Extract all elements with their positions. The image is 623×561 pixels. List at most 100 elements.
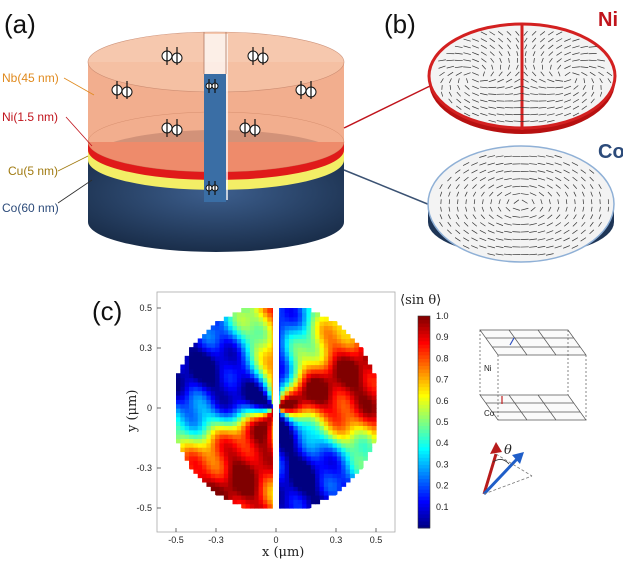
spin-arrow: [456, 214, 460, 220]
spin-arrow: [457, 84, 461, 90]
ni-label: Ni(1.5 nm): [2, 110, 58, 124]
spin-arrow: [504, 223, 512, 226]
spin-arrow: [563, 169, 570, 174]
spin-arrow: [580, 66, 589, 68]
spin-arrow: [591, 84, 594, 90]
spin-arrow: [463, 72, 471, 76]
spin-arrow: [454, 237, 461, 242]
spin-arrow: [556, 191, 561, 197]
spin-arrow: [548, 44, 554, 50]
spin-arrow: [572, 38, 580, 42]
spin-arrow: [438, 65, 446, 69]
spin-arrow: [529, 178, 537, 181]
spin-arrow: [524, 51, 527, 57]
spin-arrow: [598, 214, 602, 220]
cooper-pair: [239, 119, 261, 137]
spin-arrow: [463, 112, 471, 117]
spin-arrow: [524, 44, 528, 50]
spin-arrow: [597, 65, 605, 69]
spin-arrow: [505, 86, 513, 89]
spin-arrow: [479, 79, 488, 82]
spin-arrow: [556, 58, 562, 63]
panel-label-c: (c): [92, 296, 122, 326]
spin-arrow: [554, 169, 562, 174]
spin-arrow: [581, 71, 588, 76]
spin-arrow: [479, 177, 486, 182]
spin-arrow: [540, 51, 545, 57]
colorbar: [417, 315, 431, 529]
spin-arrow: [521, 93, 530, 96]
x-axis-title: x (μm): [262, 545, 304, 560]
spin-arrow: [572, 45, 580, 49]
spin-arrow: [455, 229, 461, 235]
spin-arrow: [563, 229, 570, 234]
spin-arrow: [488, 79, 496, 83]
spin-arrow: [487, 162, 495, 166]
spin-arrow: [538, 214, 545, 219]
spin-arrow: [564, 222, 570, 227]
spin-arrow: [463, 237, 470, 242]
spin-arrow: [497, 191, 503, 197]
spin-arrow: [537, 222, 545, 226]
spin-arrow: [581, 184, 586, 189]
spin-arrow: [546, 86, 555, 89]
spin-arrow: [581, 105, 588, 110]
co-spin-disk: [427, 145, 615, 263]
spin-arrow: [520, 193, 529, 196]
ni-spin-disk: [427, 22, 617, 134]
spin-arrow: [571, 245, 579, 249]
spin-arrow: [463, 38, 471, 42]
spin-arrow: [495, 177, 504, 181]
spin-arrow: [572, 59, 580, 62]
spin-arrow: [555, 79, 564, 82]
spin-arrow: [456, 105, 462, 110]
spin-arrow: [597, 59, 605, 62]
spin-arrow: [607, 206, 610, 212]
spin-arrow: [471, 229, 478, 234]
spin-arrow: [487, 253, 496, 256]
spin-arrow: [472, 184, 477, 189]
spin-arrow: [556, 51, 563, 56]
spin-arrow: [571, 237, 579, 242]
spin-arrow: [520, 223, 529, 225]
spin-arrow: [448, 191, 451, 197]
spin-arrow: [464, 184, 469, 189]
ni-side-label: Ni: [598, 9, 618, 31]
spin-arrow: [583, 78, 586, 84]
spin-arrow: [589, 176, 594, 182]
spin-arrow: [564, 45, 571, 49]
spin-arrow: [554, 155, 562, 158]
cooper-pair: [111, 81, 133, 99]
spin-arrow: [538, 191, 545, 197]
spin-arrow: [571, 66, 580, 68]
spin-arrow: [572, 229, 578, 234]
spin-arrow: [496, 120, 505, 123]
y-axis-ticks: 0.50.30-0.3-0.5: [136, 303, 161, 513]
spin-arrow: [480, 113, 488, 116]
spin-arrow: [537, 245, 546, 248]
spin-arrow: [471, 222, 478, 227]
spin-arrow: [547, 214, 553, 219]
spin-arrow: [463, 45, 471, 49]
spin-arrow: [555, 113, 563, 116]
spin-arrow: [539, 206, 544, 212]
y-tick-label: -0.5: [136, 503, 152, 513]
spin-arrow: [529, 238, 538, 241]
spin-arrow: [582, 84, 586, 90]
colorbar-tick-label: 0.6: [436, 396, 449, 406]
spin-arrow: [504, 238, 512, 241]
y-tick-label: 0.3: [139, 343, 152, 353]
spin-arrow: [530, 120, 539, 123]
spin-arrow: [447, 214, 451, 220]
spin-arrow: [546, 113, 555, 116]
spin-arrow: [456, 191, 460, 197]
spin-arrow: [512, 178, 521, 180]
spin-arrow: [564, 191, 569, 197]
spin-arrow: [520, 185, 529, 188]
spin-arrow: [488, 184, 495, 189]
spin-arrow: [488, 100, 497, 102]
slit-column: [204, 74, 226, 202]
spin-arrow: [439, 221, 443, 227]
spin-arrow: [488, 119, 497, 123]
spin-arrow: [448, 206, 451, 212]
